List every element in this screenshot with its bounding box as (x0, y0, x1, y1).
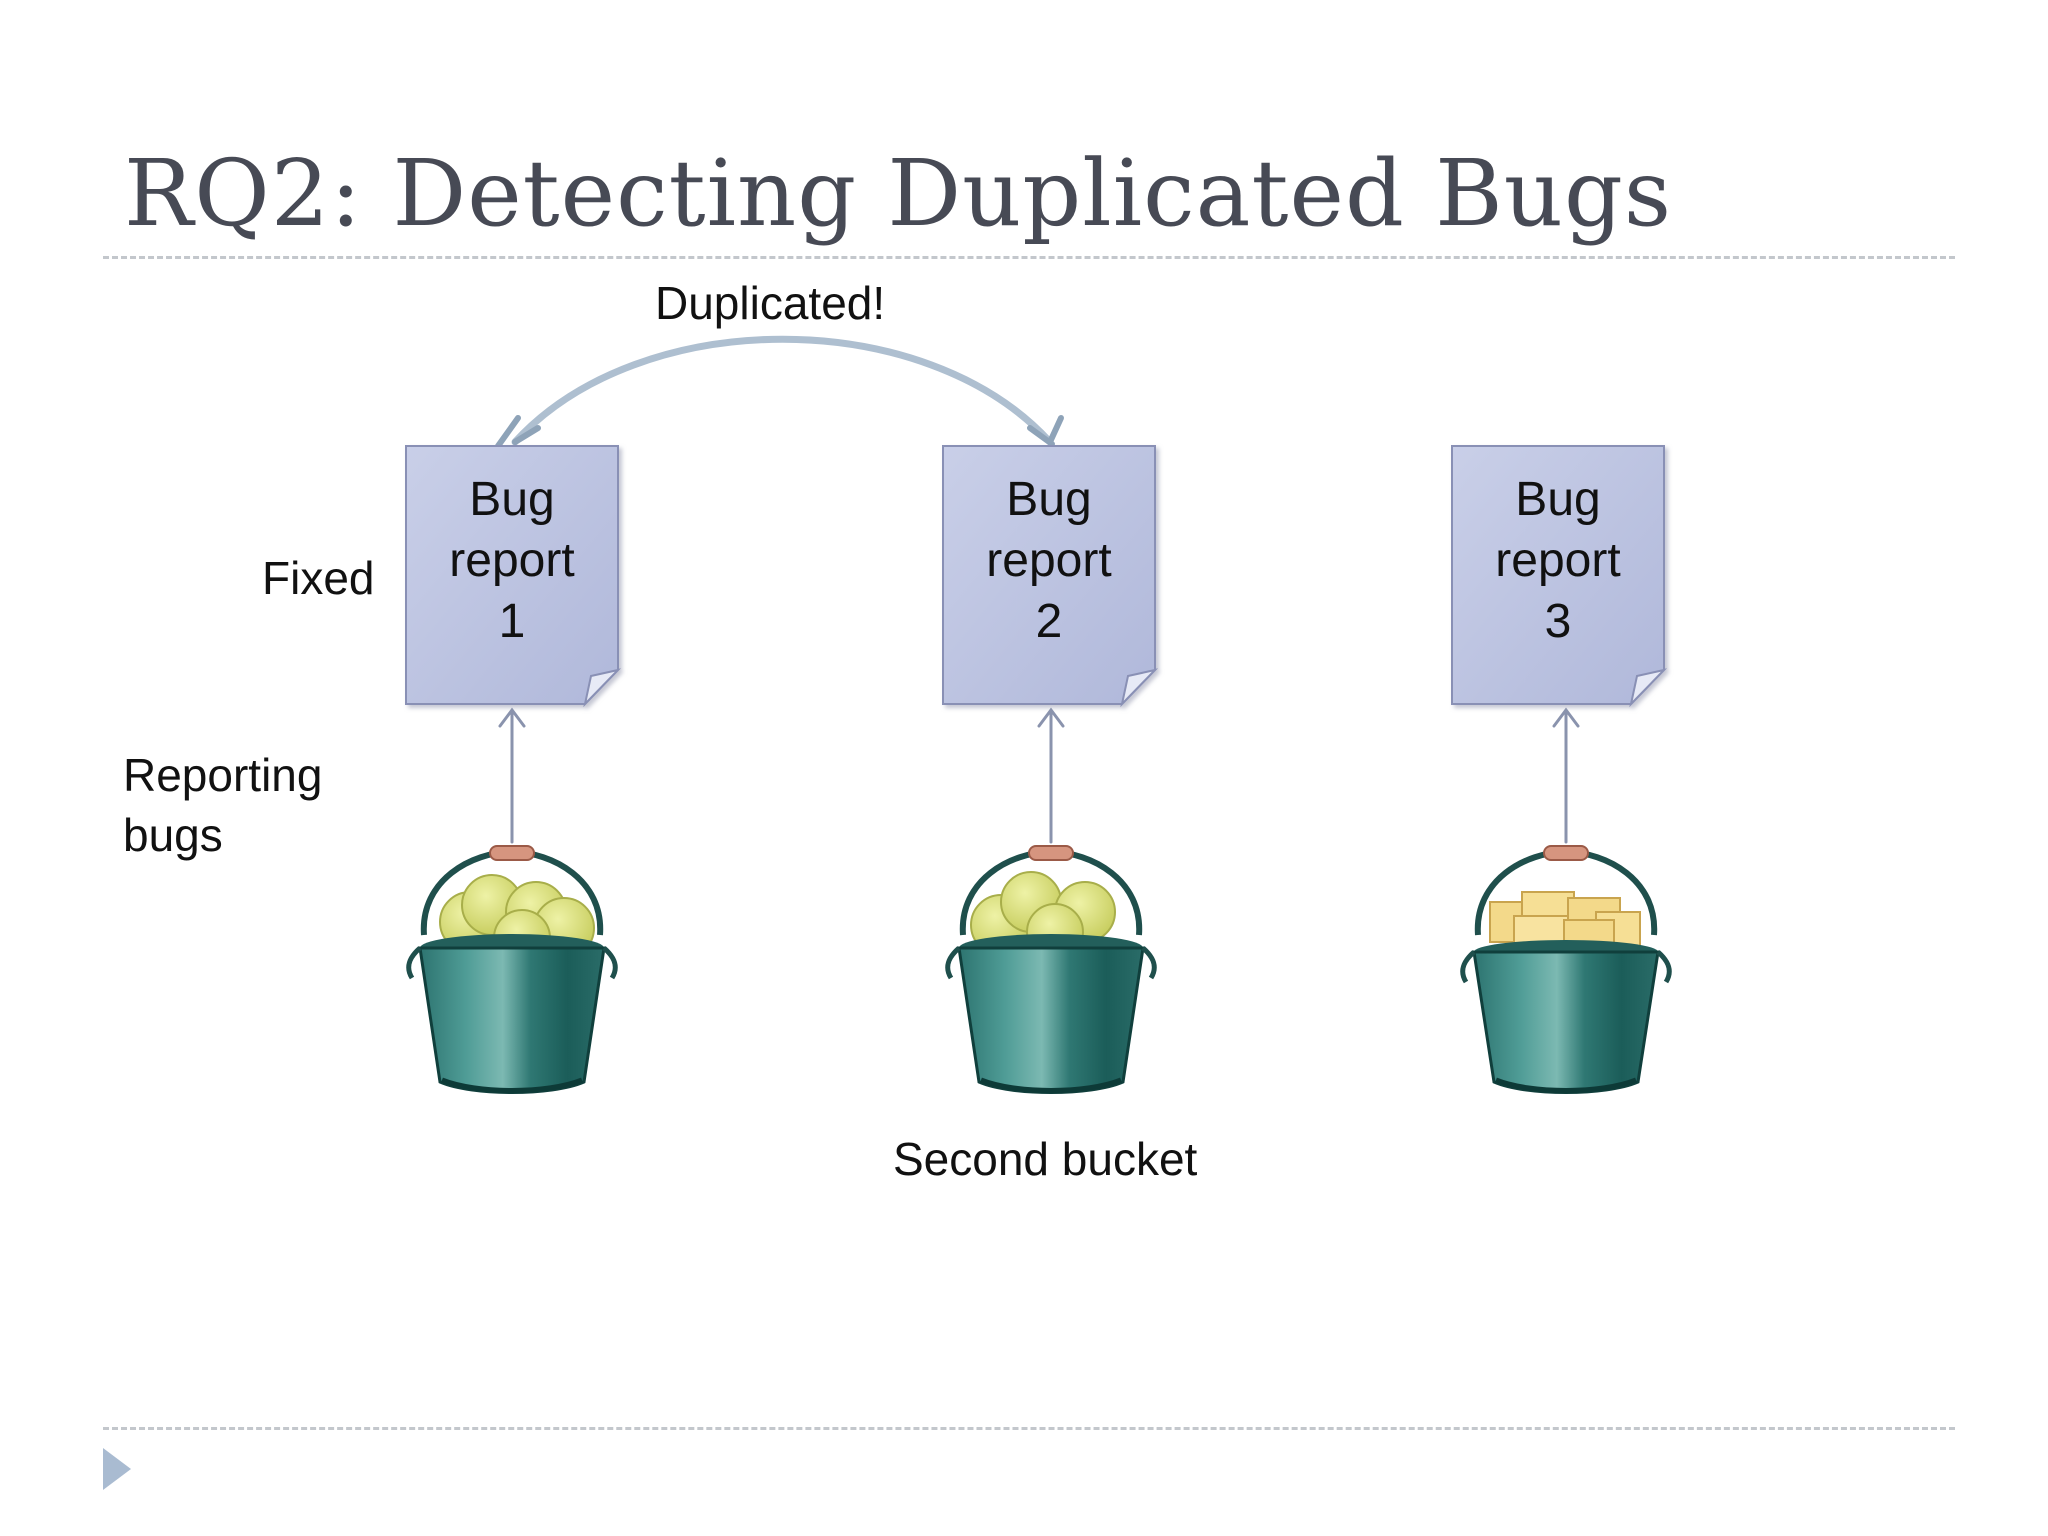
report-arrow-2 (1037, 707, 1065, 844)
bucket-1-balls (406, 845, 618, 1094)
bug-report-label-2: Bug report 2 (943, 469, 1155, 652)
bug-report-2-line1: Bug (1006, 473, 1092, 526)
fixed-label: Fixed (262, 552, 375, 604)
bug-report-1-line1: Bug (469, 473, 555, 526)
bug-report-document-1 (405, 445, 622, 708)
bucket-2-balls (945, 845, 1157, 1094)
reporting-bugs-line1: Reporting (123, 749, 323, 801)
title-divider (103, 256, 1955, 259)
reporting-bugs-line2: bugs (123, 809, 223, 861)
slide-title: RQ2: Detecting Duplicated Bugs (124, 140, 1673, 247)
bug-report-1-line2: report (449, 534, 575, 587)
bug-report-document-3 (1451, 445, 1668, 708)
reporting-bugs-label: Reporting bugs (123, 745, 322, 865)
duplicated-label: Duplicated! (655, 277, 886, 329)
bucket-3-notes (1460, 845, 1672, 1094)
report-arrow-1 (498, 707, 526, 844)
bug-report-label-1: Bug report 1 (406, 469, 618, 652)
bug-report-3-line3: 3 (1544, 595, 1572, 648)
report-arrow-3 (1552, 707, 1580, 844)
bug-report-3-line2: report (1495, 534, 1621, 587)
bug-report-2-line3: 2 (1035, 595, 1063, 648)
bug-report-document-2 (942, 445, 1159, 708)
play-triangle-icon[interactable] (103, 1448, 131, 1490)
footer-divider (103, 1427, 1955, 1430)
second-bucket-label: Second bucket (893, 1133, 1198, 1185)
bug-report-2-line2: report (986, 534, 1112, 587)
bug-report-label-3: Bug report 3 (1452, 469, 1664, 652)
duplicated-curve-arrow (495, 335, 1064, 449)
bug-report-3-line1: Bug (1515, 473, 1601, 526)
bug-report-1-line3: 1 (498, 595, 526, 648)
